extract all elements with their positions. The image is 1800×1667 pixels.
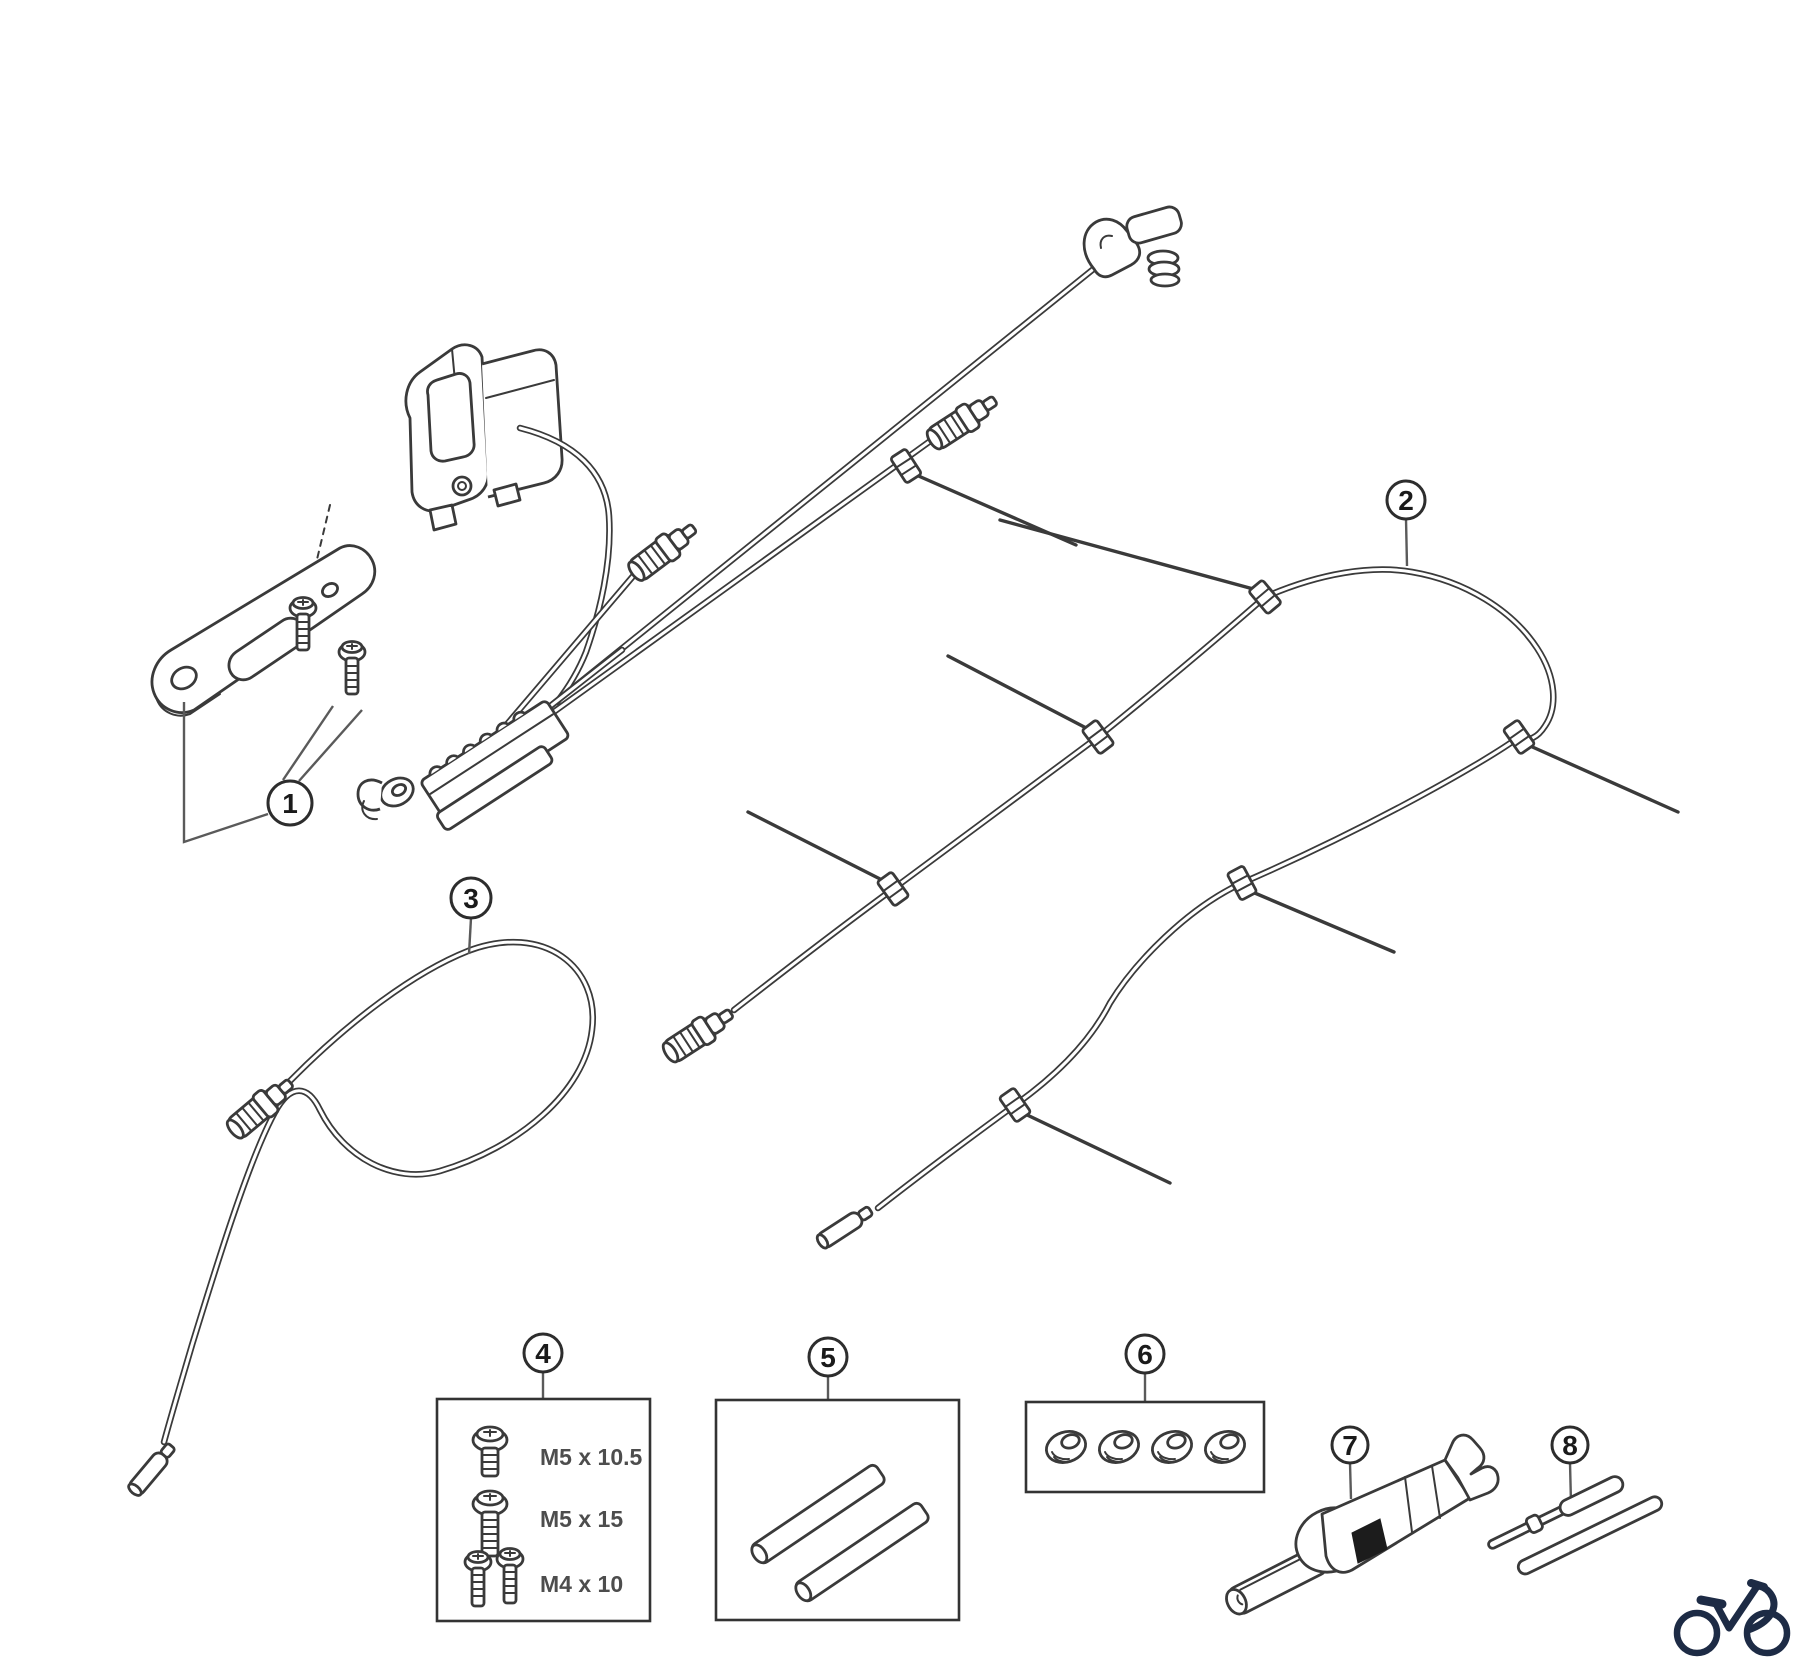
elbow-connector-icon [1082, 205, 1183, 288]
wire-end-cap-icon [124, 1439, 180, 1500]
cable-tie-icon [946, 654, 1116, 756]
callout-1: 1 [266, 779, 314, 827]
cable-tie-icon [746, 810, 911, 908]
part-1-junction-unit-group [150, 205, 1183, 844]
callout-2: 2 [1385, 479, 1427, 521]
screw-m4x10-icon [463, 1550, 493, 1608]
screw-label: M5 x 10.5 [540, 1444, 642, 1470]
callout-8-number: 8 [1562, 1430, 1578, 1461]
cable-tie-icon [888, 447, 1078, 547]
callout-3-number: 3 [463, 883, 479, 914]
part-8-guide-rods-group [1487, 1462, 1664, 1576]
cable-tie-icon [1501, 718, 1680, 814]
junction-box-icon [404, 343, 564, 532]
plug-tool-icon [1225, 1433, 1500, 1616]
callout-1-number: 1 [282, 788, 298, 819]
screw-label: M4 x 10 [540, 1571, 623, 1597]
wire-end-cap-icon [813, 1202, 877, 1252]
leader-line [282, 705, 334, 781]
wire-plug-icon [657, 1000, 740, 1069]
part-4-screw-box-group: M5 x 10.5 M5 x 15 M4 x 10 [435, 1372, 652, 1623]
callout-5: 5 [807, 1336, 849, 1378]
screw-m4x10-icon [495, 1547, 525, 1605]
callout-7-number: 7 [1342, 1430, 1358, 1461]
protective-tube-icon [750, 1463, 886, 1565]
wire-plug-icon [221, 1070, 301, 1145]
callout-2-number: 2 [1398, 485, 1414, 516]
part-6-grommet-box-group [1024, 1373, 1266, 1494]
leader-line [1404, 518, 1409, 567]
callout-3: 3 [449, 876, 493, 920]
leader-line [1348, 1462, 1353, 1500]
part-5-tube-box-group [714, 1376, 961, 1622]
assembly-dashed-line [313, 504, 331, 573]
bicycle-logo [1673, 1579, 1791, 1657]
callout-6-number: 6 [1137, 1339, 1153, 1370]
cable-tie-icon [997, 1086, 1172, 1185]
leader-line [298, 709, 363, 782]
screw-label: M5 x 15 [540, 1506, 623, 1532]
part-3-looped-wire-group [124, 917, 593, 1500]
protective-tube-icon [794, 1501, 930, 1603]
guide-rod-icon [1516, 1495, 1664, 1576]
inline-connector-icon [622, 515, 704, 587]
callout-6: 6 [1124, 1333, 1166, 1375]
bracket-screw-icon [288, 596, 318, 652]
callout-4: 4 [522, 1332, 564, 1374]
bracket-screw-icon [337, 640, 367, 696]
cable-tie-icon [1225, 864, 1396, 954]
screw-m5x15-icon [471, 1489, 509, 1558]
screw-m5x105-icon [471, 1425, 509, 1478]
callout-8: 8 [1550, 1425, 1590, 1465]
cable-tie-icon [998, 518, 1283, 616]
part-7-plug-tool-group [1225, 1433, 1500, 1616]
cable-guide-comb-icon [356, 700, 570, 831]
leader-line [182, 702, 269, 844]
callout-4-number: 4 [535, 1338, 551, 1369]
leader-line [467, 917, 473, 955]
callout-7: 7 [1330, 1425, 1370, 1465]
callout-5-number: 5 [820, 1342, 836, 1373]
mounting-bracket-icon [150, 544, 377, 717]
guide-rod-icon [1487, 1475, 1625, 1550]
part-2-wire-harness-group [657, 518, 1680, 1252]
